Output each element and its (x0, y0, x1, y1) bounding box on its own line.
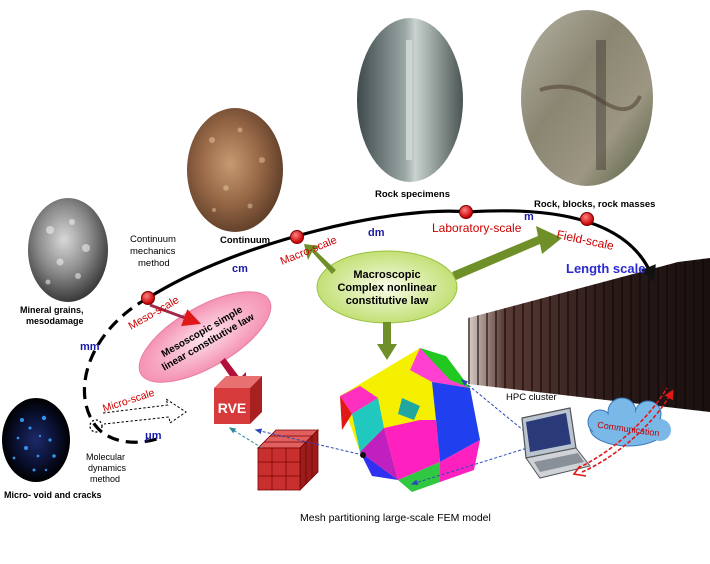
macro-arrow-left (304, 244, 336, 274)
molecular-caption-1: Molecular (86, 452, 125, 462)
micro-void-image (2, 398, 70, 482)
micro-hollow-arrow (102, 397, 187, 425)
continuum-caption: Continuum (220, 235, 270, 246)
rock-masses-caption: Rock, blocks, rock masses (534, 199, 655, 210)
macro-bubble-line-2: Complex nonlinear (337, 282, 437, 294)
continuum-method-caption-2: mechanics (130, 246, 176, 257)
macro-bubble-line-1: Macroscopic (353, 269, 420, 281)
field-scale-point (580, 212, 594, 226)
mesh-to-laptop-dashed-arrow (410, 443, 541, 486)
micro-scale-dashed-curve (82, 296, 161, 444)
length-scale-label: Length scale (566, 261, 645, 276)
communication-arrow (581, 389, 674, 473)
molecular-caption-3: method (90, 474, 120, 484)
rve-label: RVE (218, 400, 247, 416)
laboratory-scale-point (459, 205, 473, 219)
rve-cube (214, 376, 262, 424)
hpc-caption: HPC cluster (506, 392, 557, 403)
laptop-icon (521, 407, 591, 479)
continuum-method-caption-1: Continuum (130, 234, 176, 245)
rock-specimen-image (357, 18, 463, 182)
fem-mesh-model (340, 348, 480, 492)
micro-void-caption: Micro- void and cracks (4, 490, 102, 500)
partitioned-rve-cube (257, 429, 319, 491)
cube-to-rve-dashed-arrow (228, 427, 263, 449)
macro-arrow-down (377, 322, 397, 360)
length-scale-curve (147, 209, 656, 300)
rock-specimens-caption: Rock specimens (375, 189, 450, 200)
mesh-to-rve-dashed-arrow (254, 428, 364, 456)
continuum-method-caption-3: method (138, 258, 170, 269)
macro-arrow-right (452, 226, 562, 280)
macro-scale-point (290, 230, 304, 244)
mineral-grains-image (28, 198, 108, 302)
unit-um: μm (145, 430, 162, 442)
meso-arrow (149, 303, 202, 327)
unit-mm: mm (80, 341, 100, 353)
laboratory-scale-label: Laboratory-scale (432, 221, 522, 235)
unit-dm: dm (368, 227, 385, 239)
communication-cloud (587, 397, 671, 447)
macro-bubble-line-3: constitutive law (346, 295, 429, 307)
meso-scale-point (141, 291, 155, 305)
mesh-caption: Mesh partitioning large-scale FEM model (300, 512, 491, 524)
mineral-caption-1: Mineral grains, (20, 305, 84, 315)
rock-mass-image (521, 10, 653, 186)
unit-cm: cm (232, 263, 248, 275)
continuum-image (187, 108, 283, 232)
micro-scale-point (89, 419, 103, 433)
mineral-caption-2: mesodamage (26, 316, 84, 326)
unit-m: m (524, 211, 534, 223)
hpc-cluster-image (468, 258, 710, 412)
molecular-caption-2: dynamics (88, 463, 127, 473)
